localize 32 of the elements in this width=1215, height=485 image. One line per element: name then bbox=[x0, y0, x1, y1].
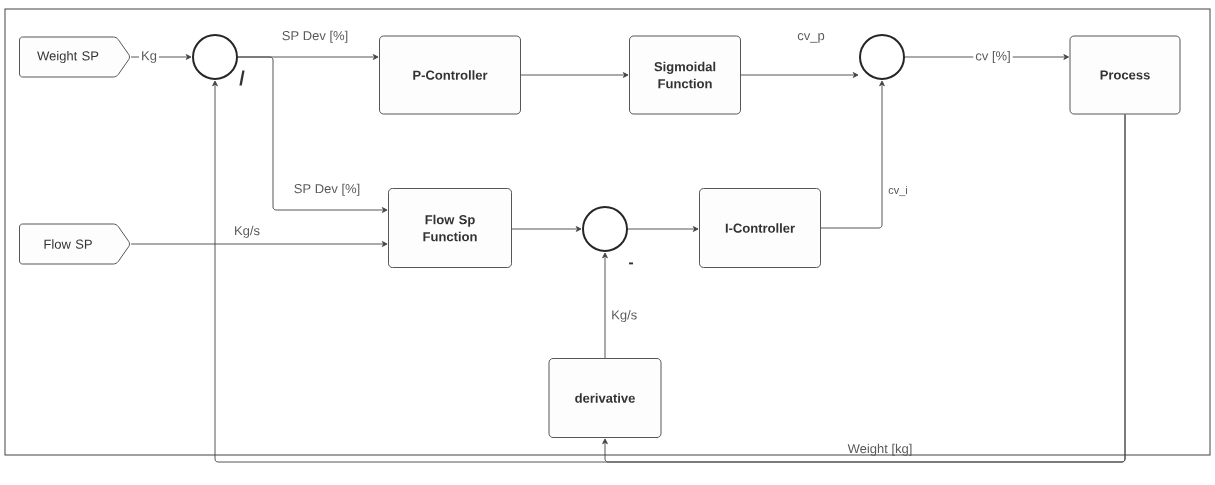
sign-label: - bbox=[628, 262, 634, 265]
edge-label: Kg/s bbox=[235, 225, 260, 238]
arrow bbox=[627, 226, 699, 232]
edge-label: cv_i bbox=[888, 185, 908, 197]
arrow bbox=[130, 241, 388, 247]
process-box: Process bbox=[1069, 35, 1181, 115]
arrow bbox=[820, 80, 885, 229]
edge-label: cv [%] bbox=[973, 48, 1013, 66]
sign-label: / bbox=[239, 70, 245, 86]
summing-junction bbox=[859, 34, 905, 80]
process-box: Flow Sp Function bbox=[388, 188, 512, 268]
summing-junction bbox=[582, 206, 628, 252]
summing-junction bbox=[192, 34, 238, 80]
input-signal: Weight SP bbox=[19, 36, 130, 78]
arrow bbox=[237, 56, 388, 213]
arrow bbox=[511, 226, 582, 232]
arrow bbox=[130, 54, 192, 60]
edge-label: Kg bbox=[139, 49, 159, 65]
input-signal: Flow SP bbox=[19, 223, 130, 265]
edge-label: SP Dev [%] bbox=[282, 30, 348, 43]
edge-label: Kg/s bbox=[612, 309, 637, 323]
edge-label: Weight [kg] bbox=[847, 443, 912, 456]
arrow bbox=[520, 72, 629, 78]
process-box: Sigmoidal Function bbox=[629, 35, 741, 115]
process-box: I-Controller bbox=[699, 188, 821, 268]
edge-label: SP Dev [%] bbox=[294, 183, 360, 196]
process-box: derivative bbox=[548, 358, 662, 438]
process-box: P-Controller bbox=[379, 35, 521, 115]
edge-label: cv_p bbox=[797, 33, 825, 43]
arrow bbox=[602, 114, 1126, 463]
arrow bbox=[602, 252, 608, 359]
arrow bbox=[740, 72, 859, 78]
